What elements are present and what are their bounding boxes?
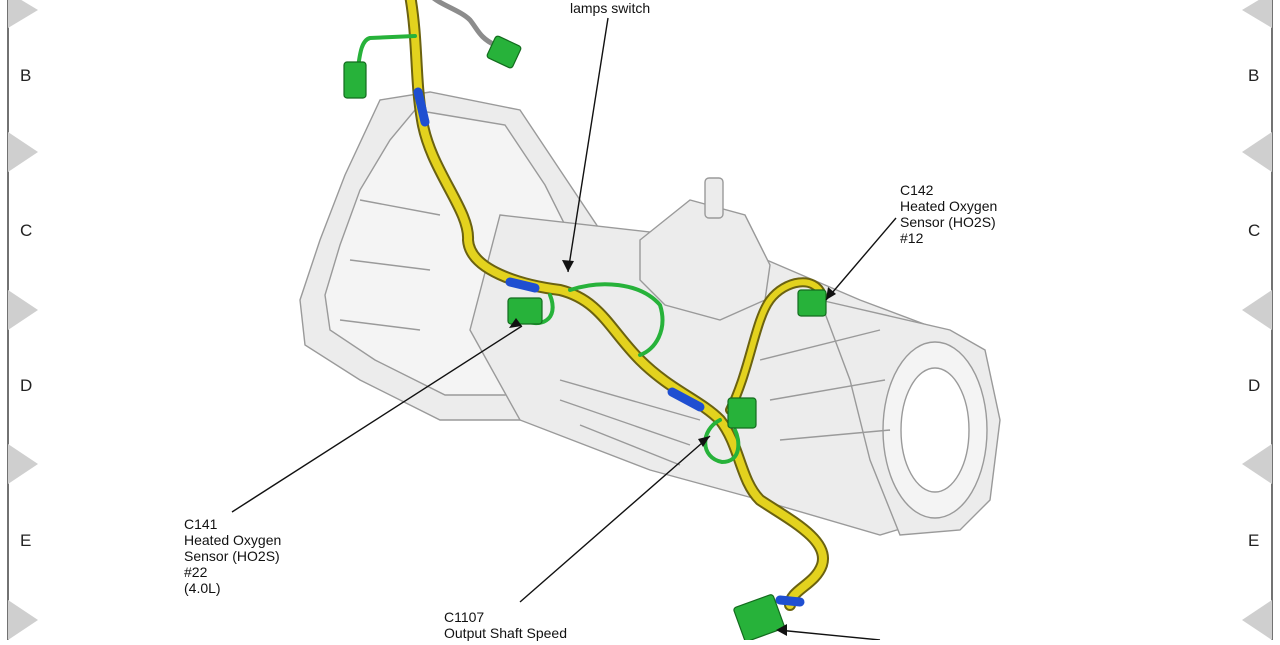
connectors <box>343 35 827 642</box>
leader-arrowheads <box>509 260 836 636</box>
callout-c141-line2: Heated Oxygen <box>184 532 282 548</box>
grid-row-left-b: B <box>20 66 32 85</box>
harness-branch-green-top <box>356 34 417 70</box>
callout-c142-line4: #12 <box>900 230 924 246</box>
connector-top-right <box>486 35 522 69</box>
output-shaft <box>900 367 970 493</box>
callout-c1107-id: C1107 <box>444 609 485 625</box>
callout-c142-line3: Sensor (HO2S) <box>900 214 996 230</box>
leader-c141 <box>231 325 523 513</box>
callout-c141: C141 Heated Oxygen Sensor (HO2S) #22 (4.… <box>184 516 281 596</box>
case-ribs <box>339 199 891 466</box>
grid-row-left-c: C <box>20 221 33 240</box>
connector-c142 <box>797 289 827 317</box>
connector-bottom <box>733 594 785 642</box>
wiring-harness <box>356 0 829 611</box>
grid-row-right-d: D <box>1248 376 1261 395</box>
grid-row-right-e: E <box>1248 531 1260 550</box>
connector-top-left <box>343 61 367 99</box>
transmission-illustration <box>299 91 1001 536</box>
leader-bottom <box>777 629 881 641</box>
harness-branch-green-c1107 <box>703 418 741 464</box>
callout-c142-line2: Heated Oxygen <box>900 198 998 214</box>
leader-c1107 <box>519 435 711 603</box>
tape-bands <box>413 87 805 607</box>
callout-c142: C142 Heated Oxygen Sensor (HO2S) #12 <box>900 182 997 246</box>
right-zone-markers <box>1242 0 1272 640</box>
callout-c1107-line2: Output Shaft Speed <box>444 625 567 641</box>
callout-lamps-switch: lamps switch <box>570 0 650 16</box>
grid-row-right-c: C <box>1248 221 1261 240</box>
shift-lever-stub <box>704 177 724 219</box>
callout-lamps-switch-line: lamps switch <box>570 0 651 16</box>
leader-lines <box>231 17 897 641</box>
harness-branch-grey <box>432 0 498 48</box>
callout-c141-line3: Sensor (HO2S) <box>184 548 280 564</box>
leader-top <box>567 17 609 273</box>
callout-c141-line4: #22 <box>184 564 208 580</box>
callout-c141-id: C141 <box>184 516 218 532</box>
left-zone-markers <box>8 0 38 640</box>
grid-row-left-e: E <box>20 531 32 550</box>
grid-row-right-b: B <box>1248 66 1260 85</box>
callout-c1107: C1107 Output Shaft Speed <box>444 609 567 641</box>
callout-c141-line5: (4.0L) <box>184 580 221 596</box>
harness-trunk <box>406 0 827 609</box>
connector-c141 <box>507 297 543 325</box>
harness-branch-green-mid <box>568 282 665 357</box>
grid-row-left-d: D <box>20 376 33 395</box>
harness-branch-c142 <box>727 279 825 413</box>
callout-c142-id: C142 <box>900 182 934 198</box>
connector-c1107 <box>727 397 757 429</box>
leader-c142 <box>825 217 897 301</box>
